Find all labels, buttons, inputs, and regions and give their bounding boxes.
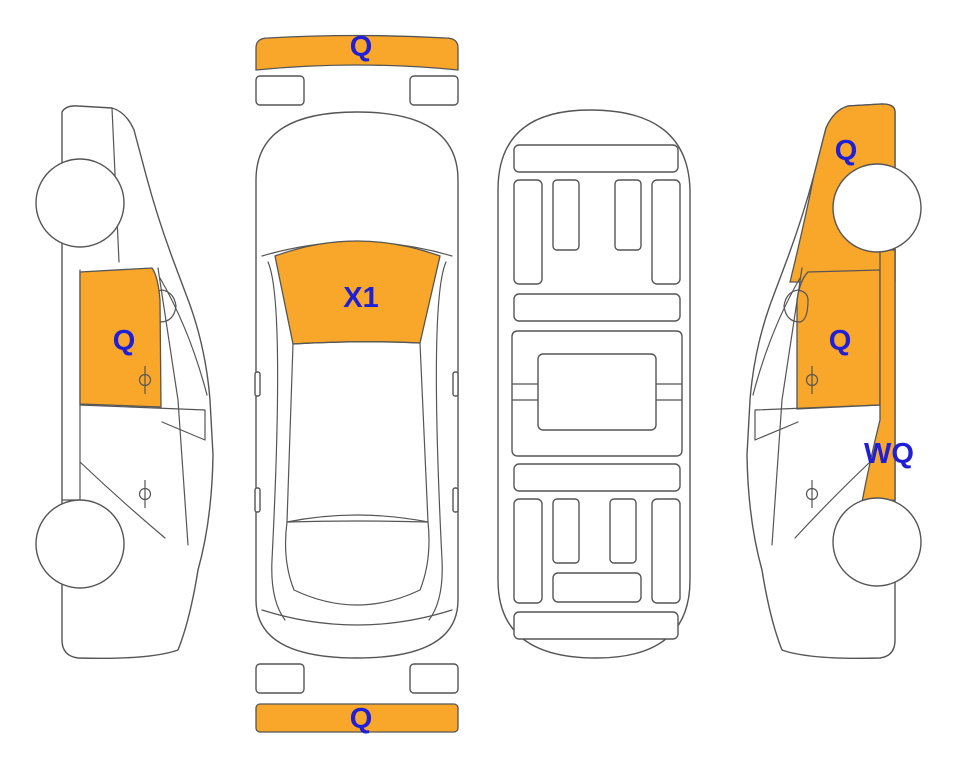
top-view: Q X1 Q (254, 31, 459, 735)
underbody-rear-rail-right (651, 498, 681, 604)
right-front-fender-label: Q (835, 135, 858, 167)
left-side-wheel-front (35, 158, 125, 248)
top-mirror-right (452, 371, 459, 397)
underbody-front-arm-left (552, 179, 580, 251)
top-rear-window (284, 514, 430, 606)
left-side-window-edge (159, 277, 208, 396)
front-bumper-damage (255, 34, 459, 71)
windshield-label: X1 (343, 282, 378, 314)
top-handle-right (452, 487, 459, 513)
rear-bumper-label: Q (350, 703, 373, 735)
left-side-wheel-rear (35, 499, 125, 589)
left-side-belt-line (79, 404, 206, 441)
underbody-floor-crossmember-front (513, 293, 681, 322)
underbody-rear-crossmember (513, 611, 679, 640)
left-rear-door-label: Q (113, 325, 136, 357)
rear-bumper-mount-left (255, 663, 305, 694)
underbody-front-arm-right (614, 179, 642, 251)
underbody-center-tunnel (537, 353, 657, 431)
left-rear-door-damage (79, 267, 162, 408)
underbody-rear-arm-right (609, 498, 637, 564)
rear-bumper-mount-right (409, 663, 459, 694)
right-side-view: Q Q WQ (746, 103, 922, 660)
left-side-handle-rear (138, 480, 152, 508)
right-side-door-seam (794, 461, 871, 539)
right-side-handle-rear (805, 480, 819, 508)
underbody-floor-crossmember-rear (513, 463, 681, 492)
underbody-front-rail-right (651, 179, 681, 285)
underbody-view (497, 109, 691, 659)
right-side-window-edge (752, 277, 801, 396)
right-front-door-label: Q (829, 325, 852, 357)
left-side-view: Q (35, 105, 214, 660)
right-side-handle-front (805, 366, 819, 394)
right-side-mirror (783, 289, 809, 323)
right-side-wheel-front (832, 163, 922, 253)
right-side-belt-line (754, 404, 881, 441)
left-side-door-seam (79, 461, 166, 539)
top-body (255, 111, 459, 659)
top-mirror-left (254, 371, 261, 397)
underbody-rear-rail-left (513, 498, 543, 604)
front-bumper-mount-left (255, 75, 305, 106)
front-bumper-label: Q (350, 31, 373, 63)
left-side-pillar (157, 267, 189, 546)
underbody-rear-arm-left (552, 498, 580, 564)
top-handle-left (254, 487, 261, 513)
front-bumper-mount-right (409, 75, 459, 106)
top-left-pillar (267, 261, 286, 621)
top-trunk-line (261, 609, 453, 626)
underbody-fuel-tank (552, 572, 642, 603)
top-right-pillar (428, 261, 447, 621)
right-side-pillar (771, 267, 803, 546)
rear-bumper-damage (255, 703, 459, 733)
right-rear-quarter-label: WQ (864, 438, 914, 470)
left-side-handle-front (138, 366, 152, 394)
right-side-wheel-rear (832, 497, 922, 587)
underbody-front-rail-left (513, 179, 543, 285)
underbody-front-crossmember (513, 144, 679, 173)
